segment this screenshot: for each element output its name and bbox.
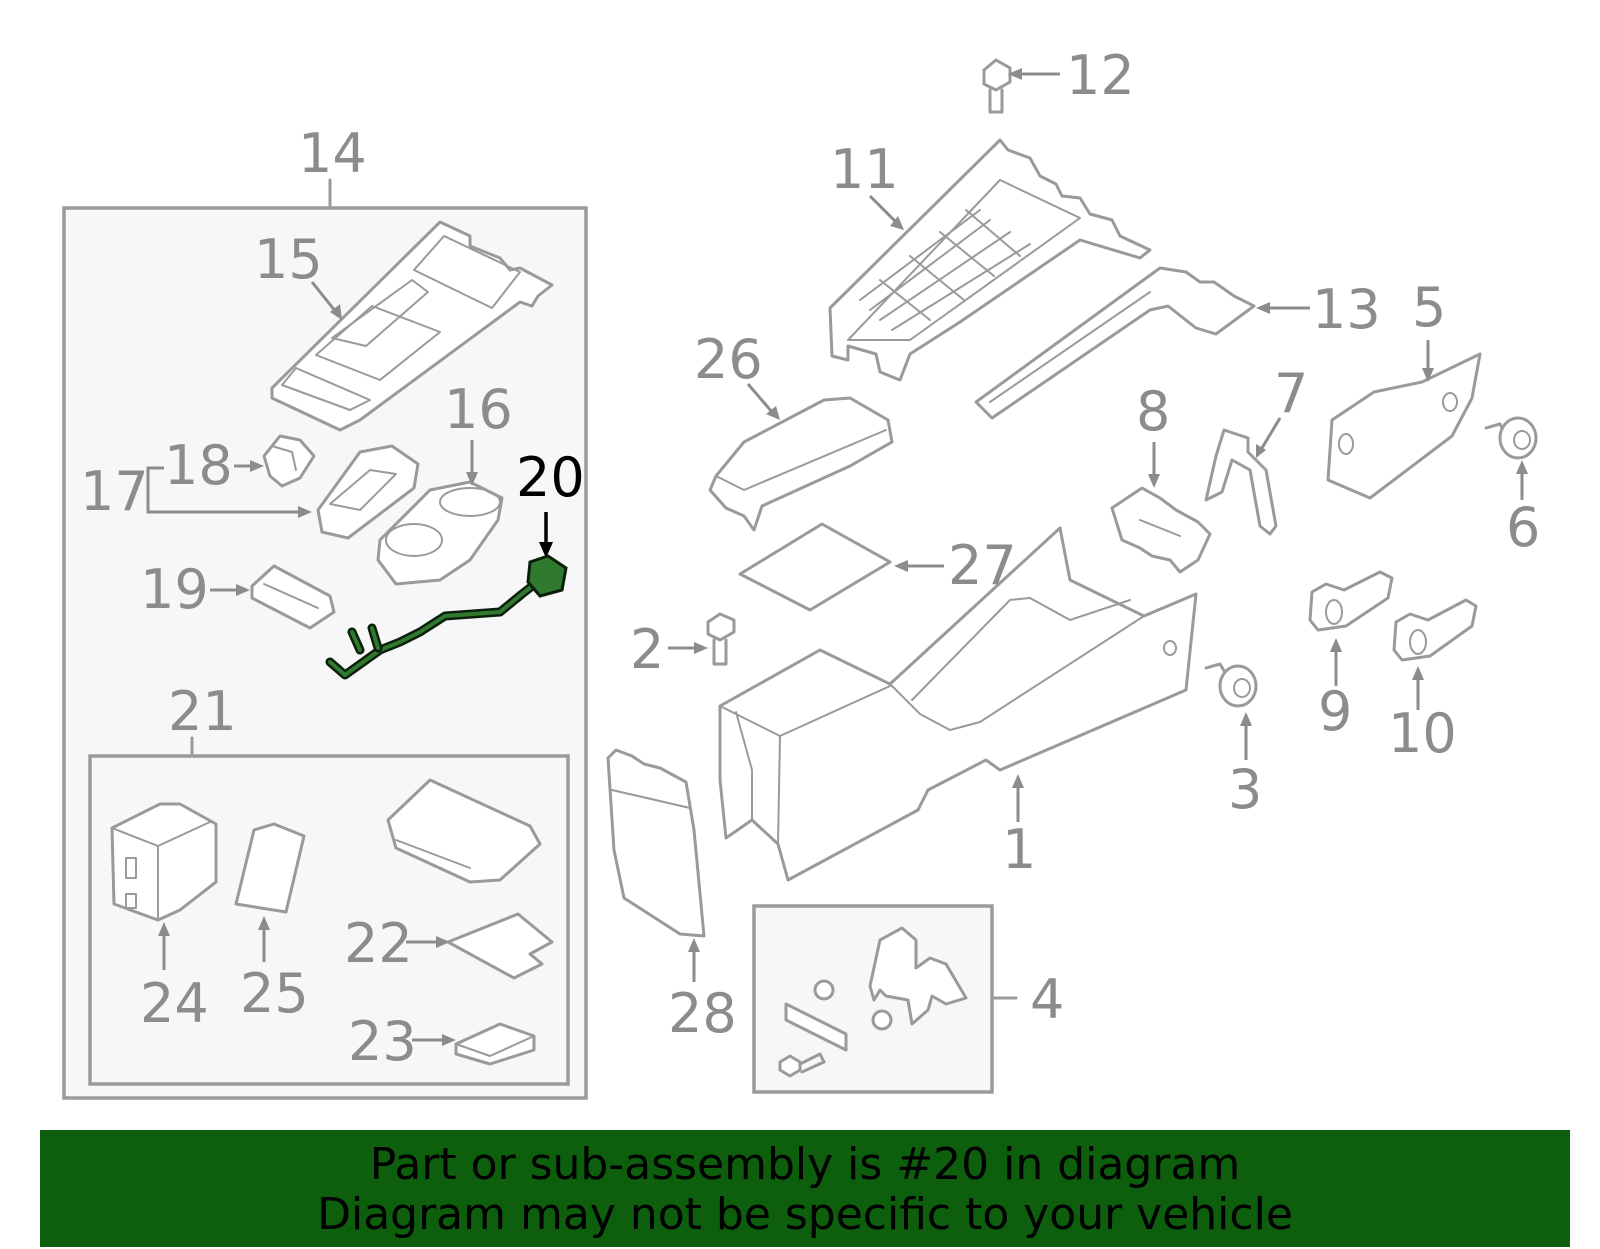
part-1-console-body[interactable]	[718, 526, 1198, 882]
part-27-pad[interactable]	[738, 522, 892, 612]
part-16-cup-holder[interactable]	[376, 480, 504, 586]
callout-17: 17	[80, 460, 149, 523]
callout-1: 1	[1002, 818, 1036, 881]
part-12-bolt[interactable]	[982, 58, 1012, 114]
callout-10: 10	[1388, 702, 1457, 765]
callout-20[interactable]: 20	[516, 446, 585, 509]
callout-16: 16	[444, 378, 513, 441]
callout-9: 9	[1318, 680, 1352, 743]
part-17-shifter-bezel[interactable]	[316, 444, 420, 540]
callout-26: 26	[694, 328, 763, 391]
callout-15: 15	[254, 228, 323, 291]
part-26-armrest[interactable]	[708, 396, 894, 532]
part-19-tray[interactable]	[250, 564, 336, 630]
part-25-pad[interactable]	[234, 822, 306, 914]
callout-2: 2	[630, 618, 664, 681]
part-18-switch[interactable]	[262, 434, 316, 488]
part-23-pad[interactable]	[454, 1022, 536, 1066]
callout-5: 5	[1412, 276, 1446, 339]
banner-line-1: Part or sub-assembly is #20 in diagram	[369, 1139, 1241, 1190]
callout-3: 3	[1228, 758, 1262, 821]
part-13-strip[interactable]	[974, 266, 1256, 420]
callout-11: 11	[830, 138, 899, 201]
part-10-lamp[interactable]	[1392, 598, 1478, 662]
callout-arrows	[146, 68, 1528, 1046]
callout-14: 14	[298, 122, 367, 185]
part-20-wiring-harness[interactable]	[325, 554, 568, 680]
callout-25: 25	[240, 962, 309, 1025]
callout-28: 28	[668, 982, 737, 1045]
callout-12: 12	[1066, 44, 1135, 107]
callout-27: 27	[948, 534, 1017, 597]
callout-6: 6	[1506, 496, 1540, 559]
part-5-panel[interactable]	[1326, 352, 1482, 500]
callout-18: 18	[164, 434, 233, 497]
part-6-clip[interactable]	[1484, 416, 1538, 460]
part-3-clip[interactable]	[1204, 662, 1258, 708]
callout-4: 4	[1030, 968, 1064, 1031]
part-7-wire-bracket[interactable]	[1204, 428, 1278, 536]
callout-23: 23	[348, 1010, 417, 1073]
part-4-hardware-kit[interactable]	[778, 926, 968, 1078]
part-2-screw[interactable]	[706, 612, 736, 666]
part-24-module[interactable]	[110, 802, 218, 922]
part-9-lamp[interactable]	[1308, 570, 1394, 632]
callout-19: 19	[140, 558, 209, 621]
callout-7: 7	[1274, 362, 1308, 425]
callout-21: 21	[168, 680, 237, 743]
callout-13: 13	[1312, 278, 1381, 341]
banner-line-2: Diagram may not be specific to your vehi…	[317, 1189, 1293, 1240]
part-21-lid[interactable]	[386, 778, 542, 884]
info-banner: Part or sub-assembly is #20 in diagram D…	[40, 1130, 1570, 1247]
part-8-bracket[interactable]	[1110, 486, 1212, 574]
callout-24: 24	[140, 972, 209, 1035]
callout-8: 8	[1136, 380, 1170, 443]
callout-labels: 12 11 14 13 5 15 26 7 8 16 18 17 20 6 27…	[80, 44, 1540, 1073]
part-28-side-trim[interactable]	[606, 748, 706, 938]
part-11-bracket[interactable]	[828, 138, 1152, 382]
part-15-upper-cover[interactable]	[270, 220, 554, 432]
callout-22: 22	[344, 912, 413, 975]
part-22-mat[interactable]	[446, 912, 554, 980]
